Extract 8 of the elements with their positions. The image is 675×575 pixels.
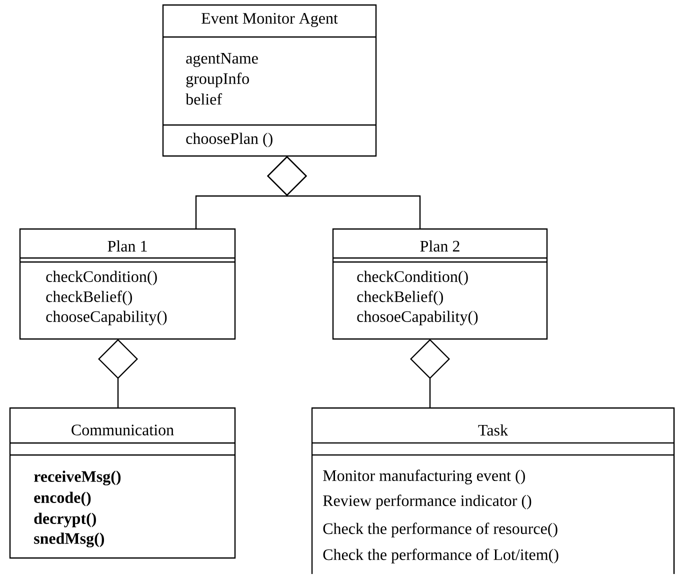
class-box: Communication receiveMsg() encode() decrypt() snedMsg() xyxy=(9,407,236,559)
class-box: Event Monitor Agent agentName groupInfo belief choosePlan () xyxy=(162,4,377,157)
aggregation-connector xyxy=(98,339,138,408)
class-box: Plan 2 checkCondition() checkBelief() chosoeCapability() xyxy=(332,228,548,340)
class-box: Plan 1 checkCondition() checkBelief() chooseCapability() xyxy=(19,228,236,340)
class-box: Task Monitor manufacturing event () Review performance indicator () Check the performance of resource() Check the performance of Lot/item() xyxy=(311,407,675,574)
aggregation-connector xyxy=(410,339,450,408)
aggregation-connector xyxy=(267,156,421,229)
